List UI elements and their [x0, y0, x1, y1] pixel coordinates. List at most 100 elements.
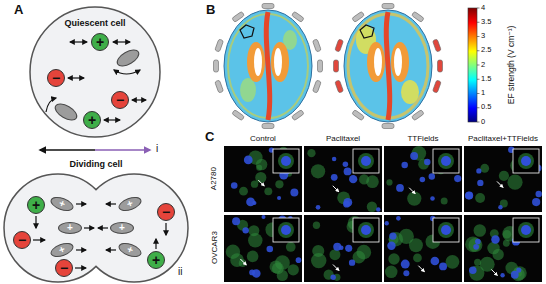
illustration-shape	[264, 187, 272, 195]
inset-box	[273, 218, 299, 242]
motion-arrow	[75, 267, 86, 268]
illustration-shape	[248, 233, 262, 247]
illustration-shape	[251, 180, 258, 187]
panel-letter: C	[205, 130, 214, 145]
illustration-shape	[396, 216, 401, 221]
motion-arrow	[76, 203, 86, 204]
electrode-pad	[312, 39, 321, 52]
illustration-shape	[464, 146, 542, 212]
illustration-shape	[401, 260, 410, 269]
electrode-pad	[215, 80, 224, 93]
illustration-shape	[420, 177, 426, 183]
pointer-arrow	[258, 180, 264, 186]
pointer-arrow	[491, 269, 497, 275]
charge-sign: −	[60, 261, 68, 275]
cell-outline: Dividing cell+−−+−++++++	[0, 157, 192, 284]
axis-tick: 2.5	[481, 46, 491, 55]
illustration-shape	[396, 184, 404, 192]
electrode-pad	[382, 4, 394, 9]
axis-tick: 2	[481, 61, 485, 70]
cell-membrane	[4, 174, 188, 282]
illustration-shape	[247, 42, 265, 82]
illustration-shape	[480, 164, 489, 173]
charge-sign: +	[67, 223, 73, 233]
micrograph	[384, 215, 462, 282]
panel-index: i	[156, 143, 158, 155]
illustration-shape	[231, 182, 238, 189]
motion-arrow	[46, 98, 56, 112]
charge-circle: −	[13, 231, 31, 249]
illustration-shape	[281, 156, 291, 166]
illustration-shape	[391, 42, 409, 82]
cell-outline: Quiescent cell+−−+	[29, 6, 161, 138]
illustration-shape	[290, 188, 298, 196]
illustration-shape	[477, 180, 483, 186]
electrode-pad	[291, 110, 304, 121]
illustration-shape	[359, 174, 369, 184]
micrograph-grid	[224, 146, 542, 282]
charge-sign: +	[119, 223, 125, 233]
panel-letter: A	[14, 3, 23, 18]
electrode-pad	[411, 11, 424, 22]
illustration-shape	[477, 65, 480, 66]
illustration-shape	[503, 230, 512, 239]
illustration-shape	[275, 180, 283, 188]
illustration-shape	[278, 222, 294, 238]
illustration-shape	[304, 146, 382, 212]
column-header: Paclitaxel+TTFields	[468, 134, 538, 143]
illustration-shape	[332, 157, 337, 162]
column-header: Control	[250, 134, 276, 143]
motion-arrow	[84, 227, 94, 228]
panel-index: ii	[178, 266, 182, 278]
axis-tick: 4	[481, 4, 485, 13]
illustration-shape	[503, 240, 510, 247]
motion-arrow	[68, 77, 84, 78]
illustration-shape	[477, 36, 480, 37]
micrograph	[464, 146, 542, 212]
motion-arrow	[113, 41, 130, 42]
illustration-shape	[473, 244, 479, 250]
charge-circle: −	[55, 259, 73, 277]
panel-letter: B	[206, 3, 215, 18]
motion-arrow	[33, 239, 45, 240]
illustration-shape	[367, 202, 377, 212]
illustration-shape	[394, 48, 402, 76]
illustration-shape	[247, 251, 259, 263]
illustration-shape	[477, 122, 480, 123]
illustration-shape	[386, 179, 392, 185]
illustration-shape	[311, 164, 325, 178]
illustration-shape	[261, 215, 265, 219]
micrograph	[384, 146, 462, 212]
micrograph	[304, 146, 382, 212]
electrode-pad	[318, 60, 323, 72]
micrograph	[304, 215, 382, 282]
charge-circle: −	[157, 203, 175, 221]
illustration-shape	[389, 232, 396, 239]
charge-circle: −	[47, 69, 65, 87]
axis-tick: 0.5	[481, 103, 491, 112]
illustration-shape	[313, 222, 320, 229]
motion-arrow	[104, 119, 120, 120]
motion-arrow	[70, 41, 87, 42]
illustration-shape	[344, 167, 352, 175]
row-label: A2780	[209, 167, 218, 190]
axis-tick: 1	[481, 89, 485, 98]
illustration-shape	[518, 153, 534, 169]
illustration-shape	[474, 259, 481, 266]
illustration-shape	[95, 149, 150, 151]
column-header: TTFields	[407, 134, 438, 143]
pointer-arrow	[333, 265, 339, 271]
illustration-shape	[511, 271, 519, 279]
illustration-shape	[384, 215, 462, 282]
illustration-shape	[429, 173, 435, 179]
illustration-shape	[316, 205, 321, 210]
illustration-shape	[499, 171, 509, 181]
illustration-shape	[388, 253, 399, 264]
illustration-shape	[498, 205, 502, 209]
axis-title: EF strength (V cm⁻¹)	[507, 26, 517, 105]
micrograph	[224, 146, 302, 212]
illustration-shape	[277, 196, 281, 200]
cell-label: Dividing cell	[0, 158, 192, 170]
charge-sign: −	[52, 71, 60, 85]
